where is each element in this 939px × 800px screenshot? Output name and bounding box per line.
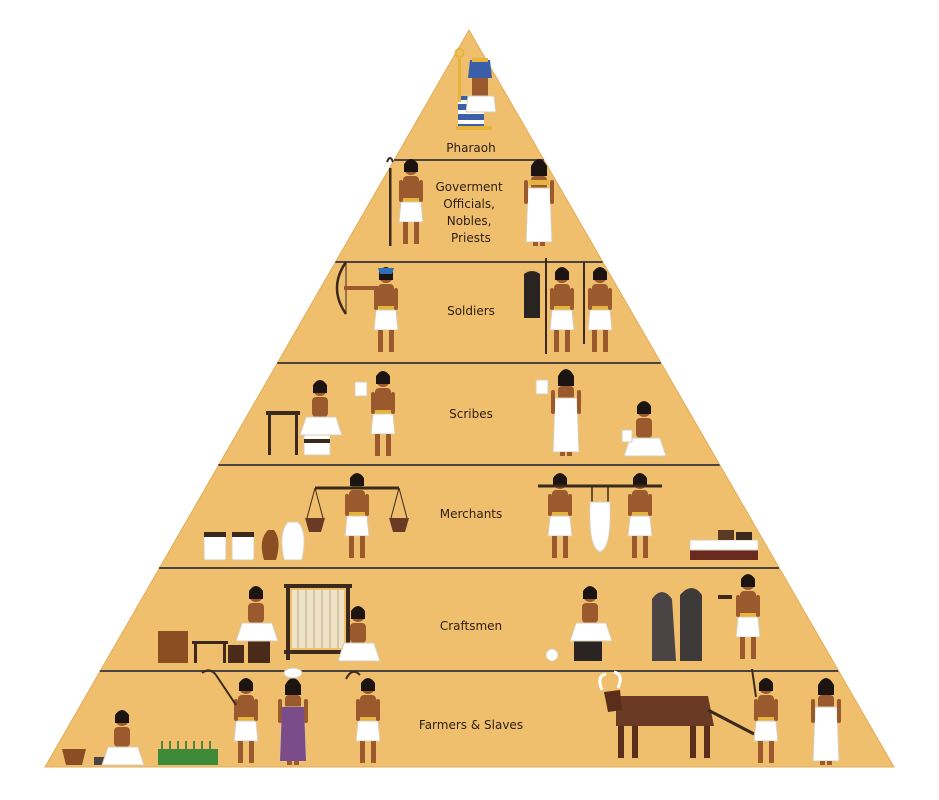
plowman-icon (751, 668, 779, 764)
tier-label-pharaoh: Pharaoh (446, 141, 495, 155)
wheat-sprouts-icon (158, 741, 218, 765)
archer-icon (335, 261, 399, 353)
pharaoh-icon (454, 48, 497, 130)
noble-in-robe-icon (523, 158, 555, 247)
stone-statues-icon (652, 588, 702, 661)
water-carrier-icon (277, 667, 309, 766)
potter-icon (158, 585, 279, 663)
sculptor-icon (545, 585, 613, 662)
harvester-icon (201, 669, 259, 764)
stone-carver-icon (718, 573, 761, 660)
priest-with-staff-icon (386, 157, 424, 246)
herder-icon (345, 670, 381, 764)
scribe-reading-icon (354, 370, 396, 457)
tier-label-scribes: Scribes (449, 407, 493, 421)
tier-label-officials: Goverment Officials, Nobles, Priests (435, 180, 506, 245)
tier-label-craftsmen: Craftsmen (440, 619, 502, 633)
pyramid (44, 28, 895, 768)
shield-bearer-icon (524, 258, 575, 354)
tier-label-soldiers: Soldiers (447, 304, 495, 318)
weaving-loom-icon (284, 584, 352, 660)
tier-dividers (99, 159, 839, 672)
grinding-grain-icon (62, 709, 145, 766)
scribe-at-desk-icon (266, 379, 343, 456)
porters-with-sack-icon (538, 472, 662, 559)
jars-icon (203, 521, 305, 561)
tier-label-farmers: Farmers & Slaves (419, 718, 523, 732)
tier-label-merchants: Merchants (440, 507, 503, 521)
ox-team-icon (598, 670, 755, 758)
seated-scribe-icon (621, 400, 667, 457)
scale-carrier-icon (305, 472, 409, 559)
fabric-bolts-icon (689, 530, 759, 560)
spearman-icon (583, 262, 613, 353)
scribe-with-scroll-icon (535, 368, 582, 457)
